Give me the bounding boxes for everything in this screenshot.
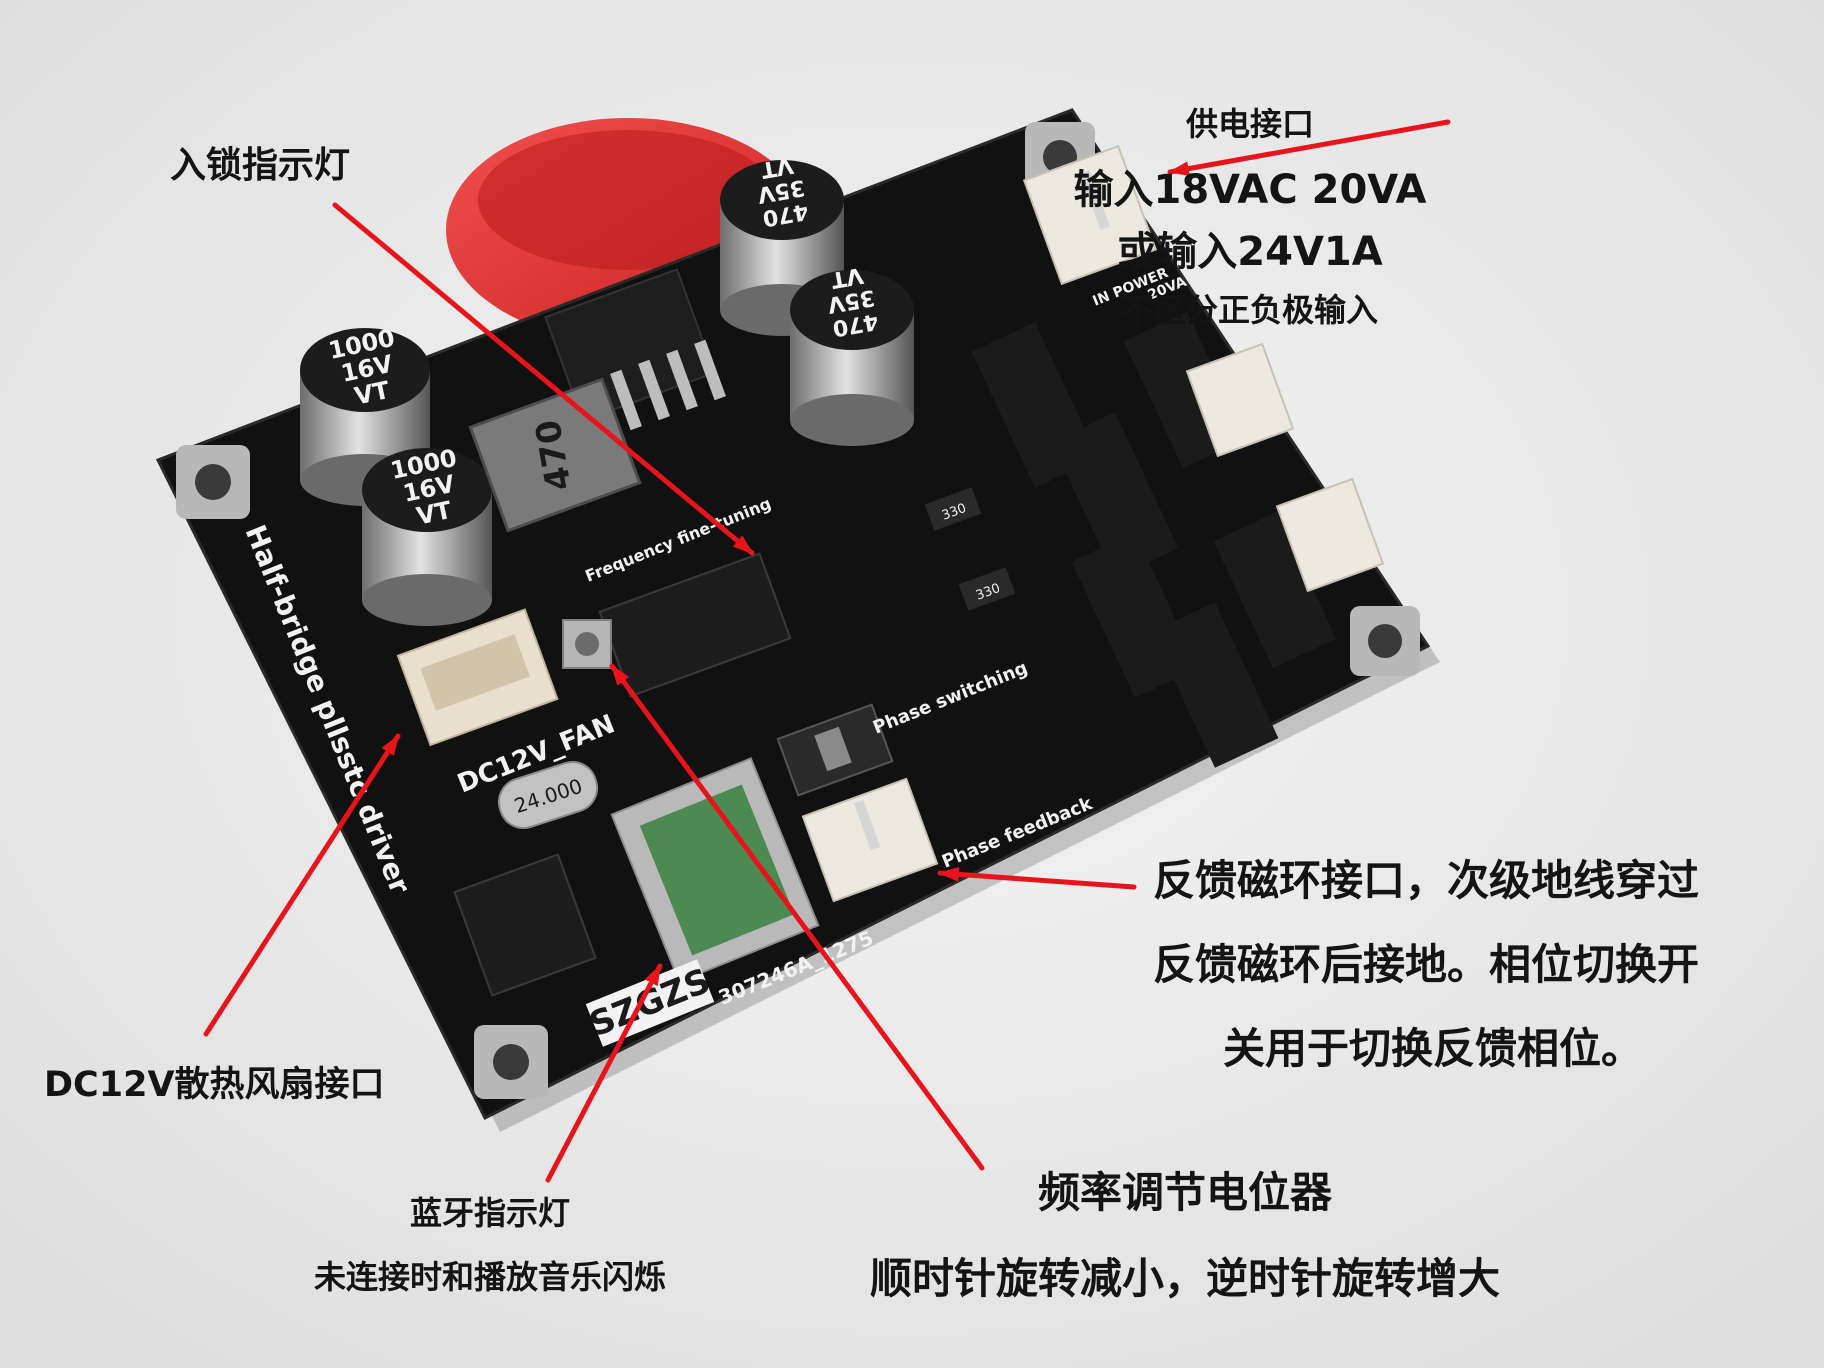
power-connector bbox=[1022, 144, 1158, 286]
callout-power-supply: 供电接口 输入18VAC 20VA 或输入24V1A 不区分正负极输入 bbox=[940, 108, 1560, 356]
callout-bluetooth-line-2: 未连接时和播放音乐闪烁 bbox=[313, 1258, 666, 1296]
callout-feedback: 反馈磁环接口，次级地线穿过 反馈磁环后接地。相位切换开 关用于切换反馈相位。 bbox=[1153, 860, 1699, 1112]
crystal-oscillator: 24.000 bbox=[497, 761, 599, 829]
mosfet-array bbox=[971, 311, 1337, 768]
callout-power-line-2: 输入18VAC 20VA bbox=[1073, 167, 1427, 213]
arrow-lock bbox=[332, 202, 755, 556]
arrow-power bbox=[1167, 119, 1451, 176]
frequency-potentiometer bbox=[562, 619, 612, 669]
resistor-330-b: 330 bbox=[958, 567, 1016, 611]
phase-feedback-connector bbox=[801, 777, 939, 903]
callout-lock-indicator: 入锁指示灯 bbox=[170, 145, 351, 186]
bluetooth-module bbox=[610, 757, 820, 983]
output-connector-1 bbox=[1185, 342, 1295, 458]
callout-feedback-line-2: 反馈磁环后接地。相位切换开 bbox=[1153, 940, 1700, 989]
fan-connector bbox=[396, 608, 559, 747]
output-connector-2 bbox=[1275, 477, 1385, 593]
callout-power-line-1: 供电接口 bbox=[1185, 105, 1314, 143]
callout-feedback-line-3: 关用于切换反馈相位。 bbox=[1223, 1024, 1644, 1073]
callout-freq-line-1: 频率调节电位器 bbox=[1037, 1168, 1332, 1217]
arrow-bluetooth bbox=[545, 963, 663, 1183]
svg-text:VT: VT bbox=[829, 262, 865, 292]
callout-power-line-4: 不区分正负极输入 bbox=[1121, 291, 1378, 329]
arrow-freq bbox=[609, 663, 985, 1171]
regulator-ic bbox=[544, 268, 726, 431]
phase-switch bbox=[776, 703, 894, 797]
callout-frequency-pot: 频率调节电位器 顺时针旋转减小，逆时针旋转增大 bbox=[735, 1172, 1635, 1344]
callout-freq-line-2: 顺时针旋转减小，逆时针旋转增大 bbox=[869, 1254, 1500, 1303]
capacitor-1000uf-b: 1000 16V VT bbox=[362, 444, 492, 626]
callout-bluetooth-line-1: 蓝牙指示灯 bbox=[409, 1194, 570, 1232]
mounting-holes bbox=[176, 122, 1420, 1099]
capacitor-470uf-b: 470 35V VT bbox=[790, 262, 914, 446]
bluetooth-ic bbox=[453, 853, 597, 997]
capacitor-470uf-a: 470 35V VT bbox=[720, 152, 844, 336]
driver-ic bbox=[598, 552, 792, 698]
callout-bluetooth: 蓝牙指示灯 未连接时和播放音乐闪烁 bbox=[190, 1197, 790, 1325]
svg-text:VT: VT bbox=[759, 152, 795, 182]
annotation-arrows bbox=[203, 119, 1451, 1183]
resistor-330-a: 330 bbox=[924, 487, 982, 531]
power-inductor: 470 bbox=[468, 377, 642, 533]
callout-fan-port: DC12V散热风扇接口 bbox=[44, 1065, 385, 1105]
callout-power-line-3: 或输入24V1A bbox=[1117, 229, 1383, 275]
arrow-fan bbox=[203, 733, 401, 1037]
callout-feedback-line-1: 反馈磁环接口，次级地线穿过 bbox=[1153, 856, 1700, 905]
arrow-feedback bbox=[937, 867, 1137, 890]
red-tube-opening bbox=[478, 130, 778, 270]
